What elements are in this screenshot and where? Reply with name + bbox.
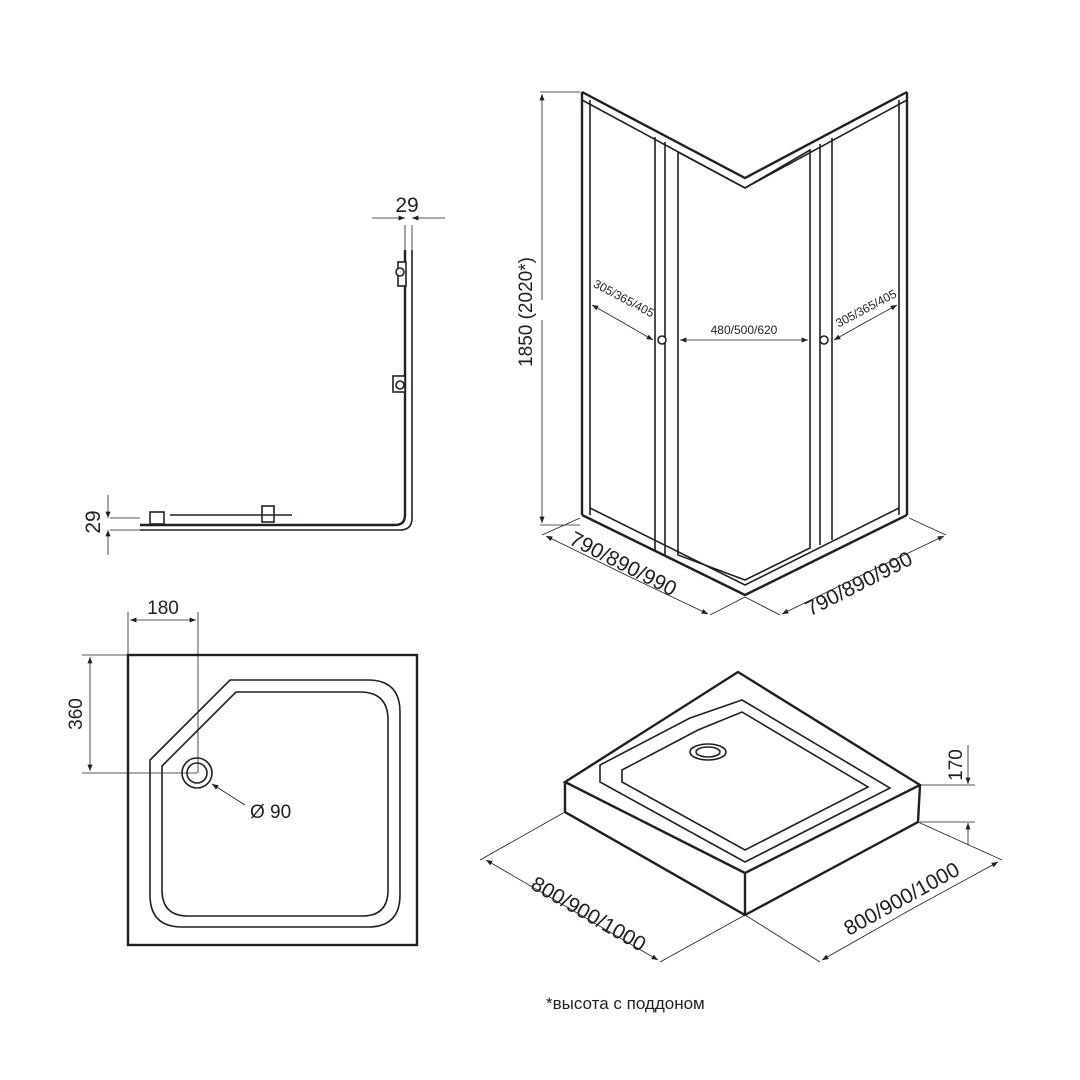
height-label: 1850 (2020*) bbox=[516, 257, 537, 367]
tray-iso-view: 170 800/900/1000 800/900/1000 bbox=[479, 670, 1003, 963]
profile-view: 29 29 bbox=[82, 194, 445, 555]
top-gap-label: 29 bbox=[395, 194, 418, 217]
left-door-width-label: 305/365/405 bbox=[591, 277, 657, 321]
left-size-label: 800/900/1000 bbox=[527, 872, 650, 956]
enclosure-view: 1850 (2020*) 305/365/405 480/500/620 305… bbox=[516, 90, 947, 621]
drain-diameter-label: Ø 90 bbox=[250, 802, 291, 823]
drain-offset-x-label: 180 bbox=[147, 598, 179, 619]
footnote: *высота с поддоном bbox=[546, 994, 705, 1013]
center-door-width-label: 480/500/620 bbox=[711, 323, 778, 337]
drain-offset-y-label: 360 bbox=[66, 698, 87, 730]
tray-height-label: 170 bbox=[946, 749, 967, 781]
right-size-label: 800/900/1000 bbox=[840, 858, 964, 940]
tray-top-view: 180 360 Ø 90 bbox=[66, 598, 419, 947]
profile-outline bbox=[140, 250, 407, 527]
left-depth-label: 790/890/990 bbox=[566, 527, 681, 601]
side-gap-label: 29 bbox=[82, 510, 105, 533]
right-door-width-label: 305/365/405 bbox=[833, 286, 899, 330]
